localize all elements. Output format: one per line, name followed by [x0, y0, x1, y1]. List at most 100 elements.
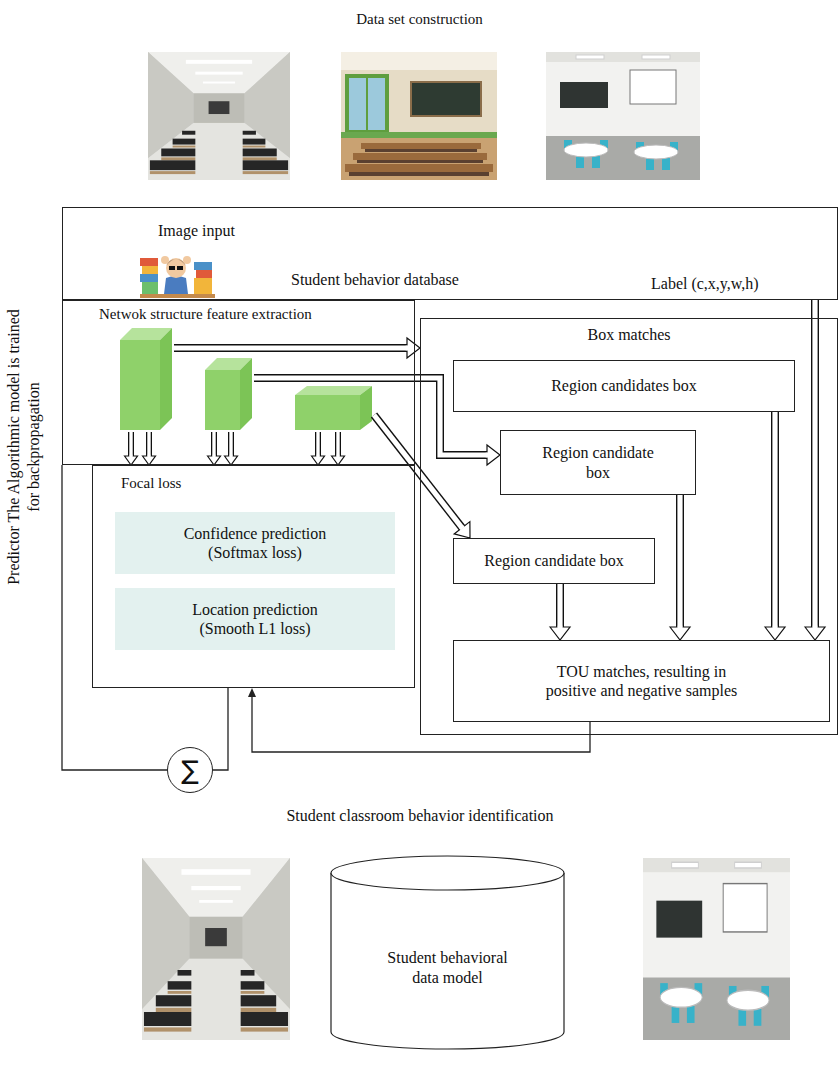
candidate-box: Region candidates box [453, 360, 795, 412]
flow-arrow [213, 688, 228, 770]
flow-arrow [332, 432, 345, 465]
arrow-shaft-outline [335, 432, 341, 457]
panel-label: Focal loss [121, 474, 181, 492]
panel-label: Image input [158, 221, 235, 240]
panel-label: Netwok structure feature extraction [99, 305, 312, 323]
classroom-photo [148, 52, 290, 180]
box-label: Confidence prediction (Softmax loss) [170, 524, 340, 562]
feature-map-block [205, 358, 252, 430]
arrow-shaft-fill [336, 432, 339, 457]
arrow-head [312, 456, 325, 465]
arrow-shaft-outline [315, 432, 321, 457]
arrow-shaft-fill [212, 432, 215, 457]
diagram-title: Data set construction [0, 10, 839, 28]
section-heading: Student classroom behavior identificatio… [120, 806, 720, 825]
arrow-joint [229, 455, 232, 457]
arrow-head [487, 445, 500, 465]
side-caption: Predictor The Algorithmic model is train… [4, 307, 44, 587]
arrow-shaft-fill [147, 432, 150, 457]
prediction-box: Confidence prediction (Softmax loss) [115, 512, 395, 574]
arrow-joint [486, 452, 488, 457]
arrow-joint [677, 626, 682, 628]
arrow-shaft-fill [174, 345, 408, 350]
arrow-shaft-outline [771, 412, 779, 628]
arrow-head [208, 456, 221, 465]
box-label: Region candidate box [484, 551, 624, 570]
box-label: Student behavioral data model [378, 948, 518, 986]
box-label: Location prediction (Smooth L1 loss) [170, 600, 340, 638]
arrow-shaft-outline [211, 432, 217, 457]
student-icon [140, 256, 215, 298]
arrow-shaft-fill [812, 300, 817, 628]
sum-circle: ∑ [167, 747, 213, 793]
arrow-joint [212, 455, 215, 457]
flow-arrow [670, 495, 690, 640]
arrow-joint [147, 455, 150, 457]
arrow-shaft-outline [128, 432, 134, 457]
arrow-joint [772, 626, 777, 628]
arrow-joint [129, 455, 132, 457]
classroom-photo [142, 858, 290, 1040]
arrow-shaft-outline [146, 432, 152, 457]
prediction-box: Location prediction (Smooth L1 loss) [115, 588, 395, 650]
feature-map-block [295, 386, 372, 430]
arrow-shaft-fill [316, 432, 319, 457]
feature-map-block [120, 328, 172, 430]
flow-arrow [143, 432, 156, 465]
arrow-head [407, 338, 420, 358]
panel-label: Label (c,x,y,w,h) [651, 274, 759, 293]
arrow-shaft-fill [677, 495, 682, 628]
arrow-head [225, 456, 238, 465]
arrow-joint [812, 626, 817, 628]
arrow-shaft-fill [557, 584, 562, 628]
box-label: Region candidate box [533, 443, 663, 481]
box-label: Region candidates box [551, 376, 697, 395]
flow-arrow [312, 432, 325, 465]
flow-arrow [174, 338, 420, 358]
panel-label: Box matches [421, 325, 837, 344]
flow-arrow [225, 432, 238, 465]
arrow-joint [336, 455, 339, 457]
arrow-head [143, 456, 156, 465]
arrow-shaft-outline [228, 432, 234, 457]
arrow-joint [557, 626, 562, 628]
arrow-head [670, 627, 690, 640]
matching-box: TOU matches, resulting in positive and n… [453, 640, 830, 722]
arrow-joint [406, 345, 408, 350]
classroom-photo [546, 52, 700, 180]
loss-panel: Focal lossConfidence prediction (Softmax… [92, 465, 415, 688]
arrow-head [248, 688, 256, 697]
cylinder-body [331, 873, 564, 1049]
matching-panel: Box matchesRegion candidates boxRegion c… [420, 318, 838, 735]
candidate-box: Region candidate box [453, 538, 655, 584]
arrow-shaft-fill [772, 412, 777, 628]
box-label: TOU matches, resulting in positive and n… [534, 662, 749, 700]
box-label: ∑ [181, 757, 199, 783]
arrow-shaft-fill [229, 432, 232, 457]
arrow-shaft-outline [811, 300, 819, 628]
arrow-head [454, 522, 470, 538]
arrow-joint [460, 526, 464, 529]
arrow-shaft-fill [129, 432, 132, 457]
arrow-head [125, 456, 138, 465]
panel-label: Student behavior database [291, 270, 459, 289]
flow-arrow [805, 300, 825, 640]
arrow-head [765, 627, 785, 640]
arrow-head [550, 627, 570, 640]
flow-arrow [550, 584, 570, 640]
arrow-head [805, 627, 825, 640]
cylinder-top [331, 856, 564, 890]
flow-arrow [208, 432, 221, 465]
arrow-head [332, 456, 345, 465]
arrow-shaft-outline [676, 495, 684, 628]
flow-arrow [125, 432, 138, 465]
database-cylinder: Student behavioral data model [330, 855, 565, 1050]
arrow-shaft-outline [556, 584, 564, 628]
candidate-box: Region candidate box [500, 430, 696, 495]
classroom-photo [643, 858, 790, 1040]
arrow-joint [316, 455, 319, 457]
classroom-photo [341, 52, 497, 180]
feature-panel: Netwok structure feature extraction [62, 300, 415, 465]
flow-arrow [765, 412, 785, 640]
